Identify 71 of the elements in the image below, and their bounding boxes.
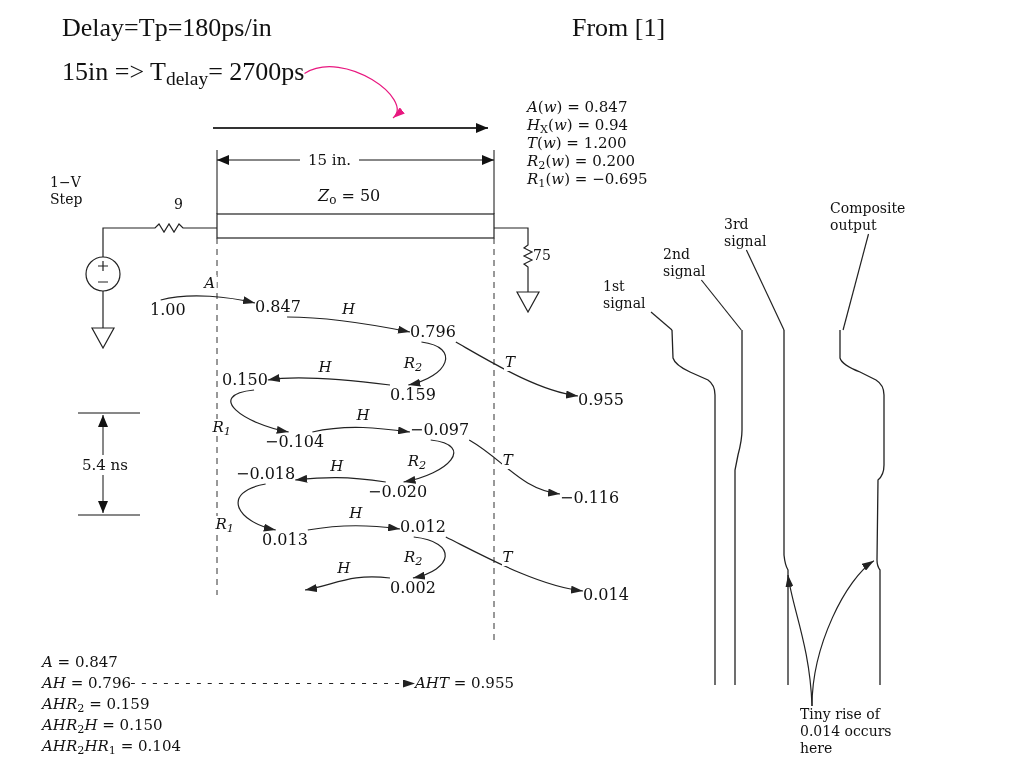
arrow	[130, 679, 416, 688]
arrow	[267, 374, 391, 386]
signal-waveform	[839, 329, 885, 686]
arrow	[445, 536, 584, 594]
edge-label: R$_{2}$	[402, 549, 424, 567]
signal-value: 0.847	[255, 297, 301, 317]
signal-value: 0.159	[390, 385, 436, 405]
parameter-value: H$_{X}$(w) = 0.94	[527, 116, 629, 134]
pointer-arrow	[303, 66, 404, 119]
edge-label: R$_{2}$	[402, 355, 424, 373]
delay-note: Delay=Tp=180ps/in	[62, 12, 272, 44]
signal-value: 0.013	[262, 530, 308, 550]
arrow	[230, 389, 290, 434]
parameter-value: T(w) = 1.200	[527, 134, 627, 152]
signal-value: −0.116	[560, 488, 620, 508]
signal-value: 0.955	[578, 390, 624, 410]
arrow	[407, 341, 447, 386]
parameter-value: R$_{1}$(w) = −0.695	[527, 170, 648, 188]
callout-note: Tiny rise of 0.014 occurs here	[800, 706, 920, 757]
resistor-value: 9	[174, 196, 183, 213]
signal-value: −0.104	[265, 432, 325, 452]
signal-value: 0.012	[400, 517, 446, 537]
arrow	[294, 474, 387, 483]
equation: AHT = 0.955	[415, 673, 514, 694]
waveform-label: Composite output	[830, 200, 940, 234]
arrow	[311, 426, 411, 435]
arrow	[237, 483, 277, 531]
edge-label: T	[501, 451, 514, 469]
signal-value: 0.796	[410, 322, 456, 342]
equation: AH = 0.796	[42, 673, 131, 694]
leader-line	[745, 249, 785, 331]
equation: AHR$_{2}$H = 0.150	[42, 715, 163, 736]
edge-label: T	[501, 548, 514, 566]
arrow	[455, 341, 579, 398]
waveform-label: 1st signal	[603, 278, 663, 312]
delay-note: 15in => T$_{delay}$= 2700ps	[62, 52, 305, 91]
signal-value: −0.097	[410, 420, 470, 440]
arrow	[412, 536, 446, 579]
signal-waveform	[783, 329, 789, 686]
leader-arrow	[811, 560, 875, 707]
signal-value: 0.002	[390, 578, 436, 598]
leader-line	[700, 279, 742, 331]
resistor-value: 75	[533, 247, 551, 264]
equation: AHR$_{2}$ = 0.159	[42, 694, 150, 715]
signal-value: −0.020	[368, 482, 428, 502]
leader-line	[842, 233, 870, 331]
equation: A = 0.847	[42, 652, 118, 673]
arrow	[468, 439, 561, 496]
arrow	[304, 576, 391, 592]
arrow	[402, 439, 455, 484]
arrow	[286, 316, 411, 334]
source-label: 1−V Step	[50, 174, 84, 208]
leader-line	[650, 311, 673, 331]
impedance-label: Z$_{o}$ = 50	[318, 186, 381, 206]
source-note: From [1]	[572, 12, 666, 44]
signal-value: −0.018	[236, 464, 296, 484]
parameter-value: R$_{2}$(w) = 0.200	[527, 152, 636, 170]
arrow	[160, 295, 256, 305]
parameter-value: A(w) = 0.847	[527, 98, 628, 116]
edge-label: R$_{1}$	[211, 418, 232, 436]
edge-label: R$_{2}$	[406, 452, 428, 470]
edge-label: T	[504, 353, 517, 371]
signal-value: 1.00	[150, 300, 186, 320]
signal-waveform	[671, 329, 716, 686]
signal-value: 0.150	[222, 370, 268, 390]
signal-value: 0.014	[583, 585, 629, 605]
waveform-label: 2nd signal	[663, 246, 727, 280]
equation: AHR$_{2}$HR$_{1}$ = 0.104	[42, 736, 181, 757]
waveform-label: 3rd signal	[724, 216, 788, 250]
arrow	[307, 523, 401, 532]
signal-waveform	[734, 329, 743, 686]
